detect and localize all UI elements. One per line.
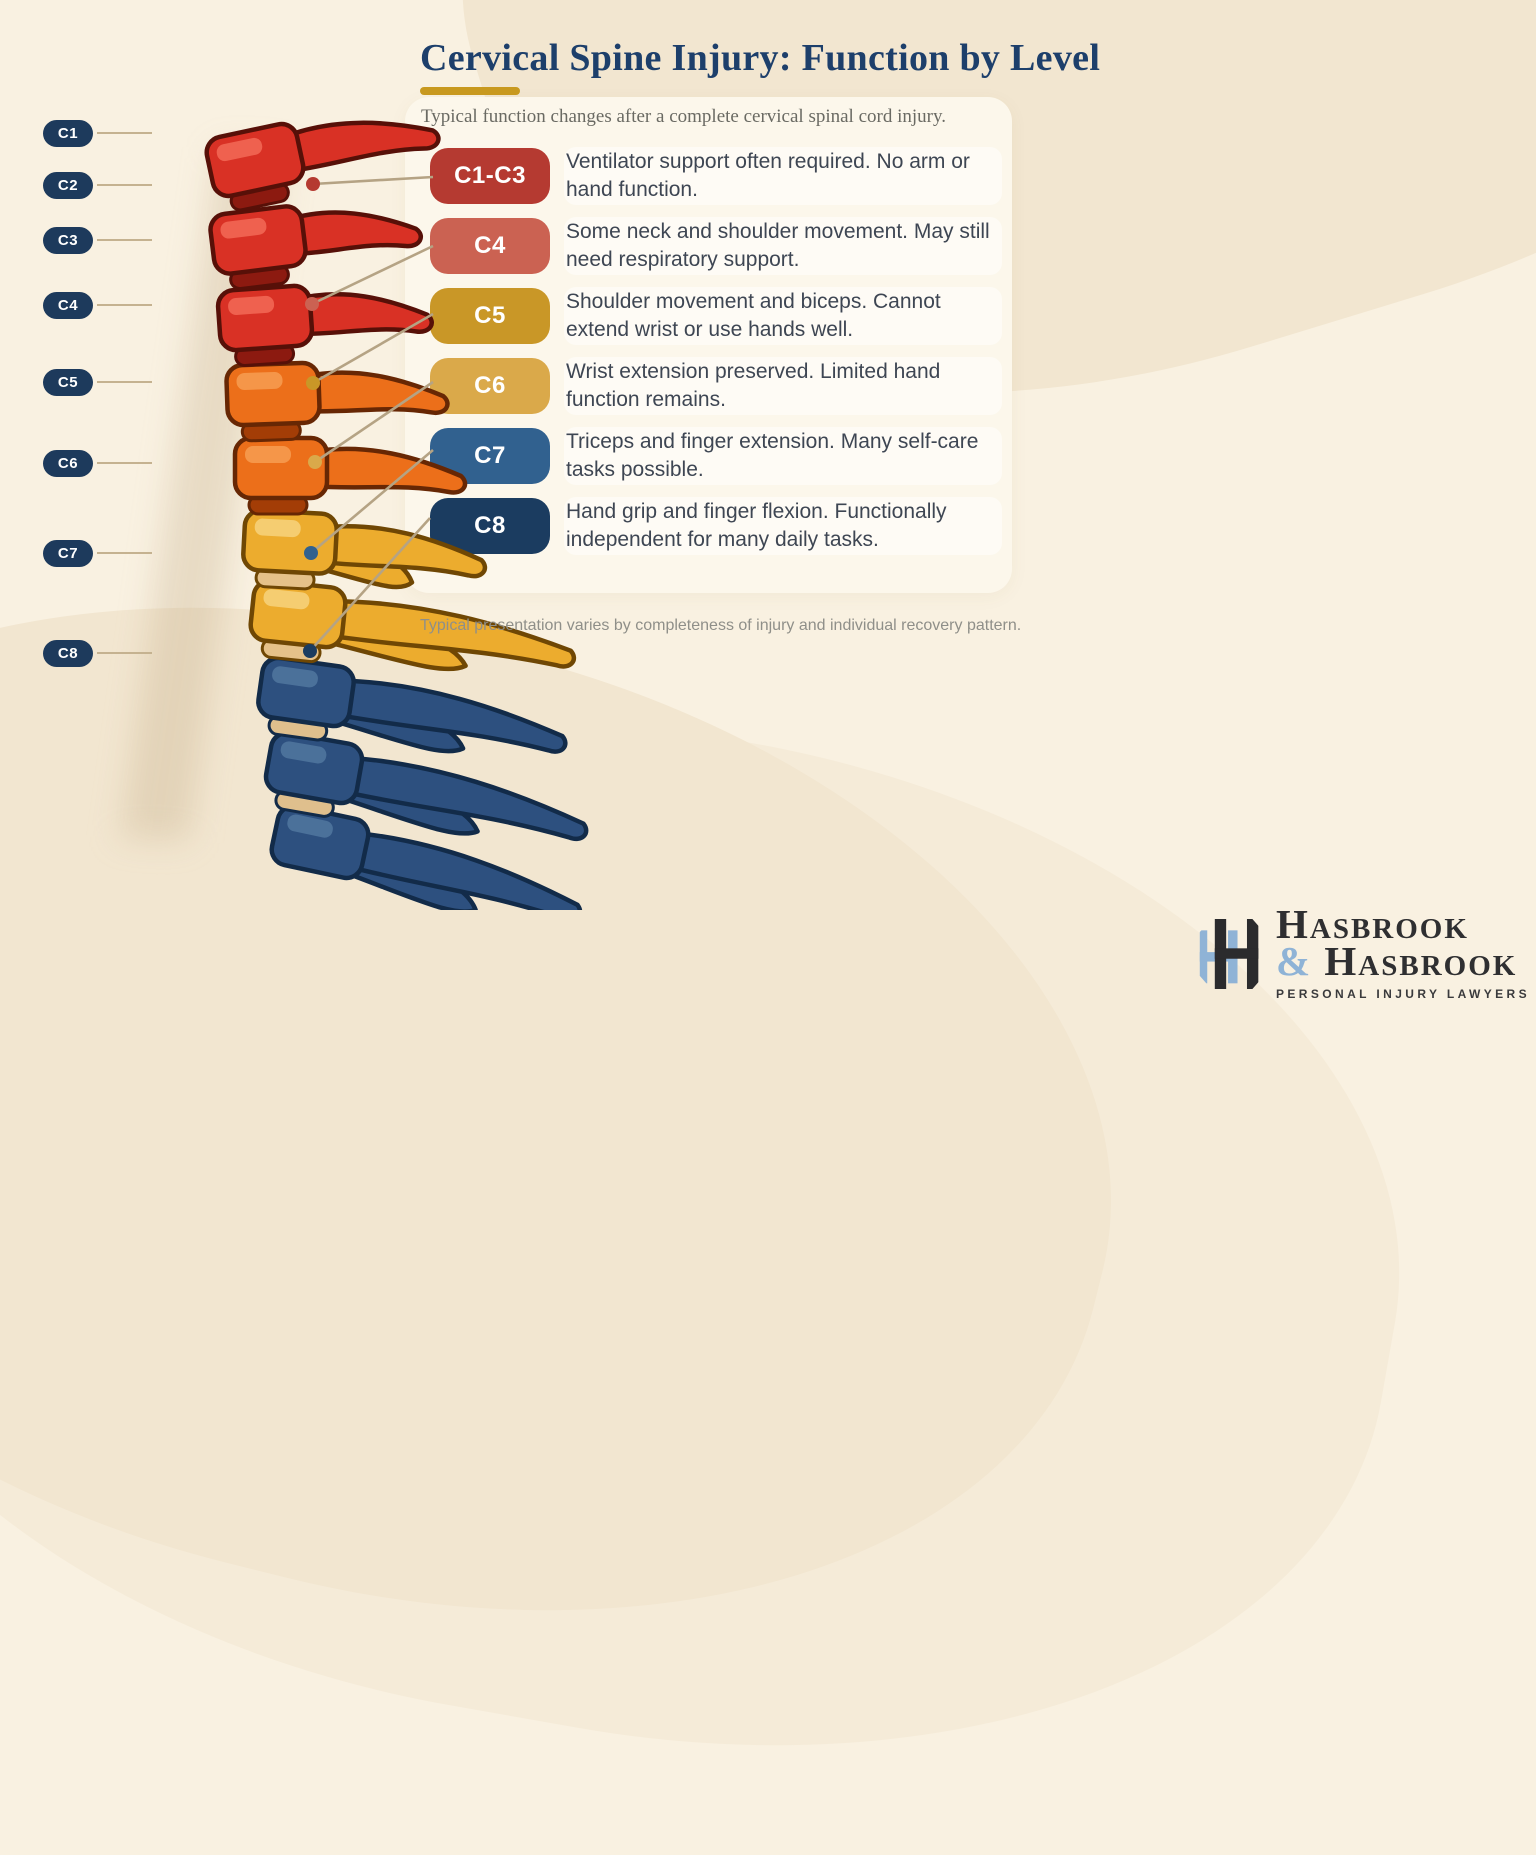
vertebra xyxy=(256,655,568,754)
spine-label-line xyxy=(97,132,152,134)
level-badge: C1-C3 xyxy=(430,148,550,204)
spine-label-pill: C6 xyxy=(43,450,93,477)
title-underline xyxy=(420,87,520,95)
vertebra xyxy=(215,283,434,368)
spine-label-pill: C3 xyxy=(43,227,93,254)
spine-label-pill: C5 xyxy=(43,369,93,396)
logo-text: Hasbrook & Hasbrook PERSONAL INJURY LAWY… xyxy=(1276,901,1531,1002)
level-description: Shoulder movement and biceps. Cannot ext… xyxy=(564,287,1002,345)
spine-label-line xyxy=(97,381,152,383)
subtitle: Typical function changes after a complet… xyxy=(421,106,946,127)
vertebra xyxy=(263,730,589,842)
spine-label-line xyxy=(97,462,152,464)
hasbrook-logo: Hasbrook & Hasbrook PERSONAL INJURY LAWY… xyxy=(1194,901,1531,1002)
level-badge: C5 xyxy=(430,288,550,344)
spine-label-line xyxy=(97,184,152,186)
hasbrook-monogram-icon xyxy=(1199,918,1259,989)
footnote: Typical presentation varies by completen… xyxy=(420,617,1022,634)
legend-card: Typical function changes after a complet… xyxy=(405,97,1012,593)
level-badge: C4 xyxy=(430,218,550,274)
spine-label-pill: C8 xyxy=(43,640,93,667)
spine-label-pill: C4 xyxy=(43,292,93,319)
level-description: Triceps and finger extension. Many self-… xyxy=(564,427,1002,485)
level-badge: C6 xyxy=(430,358,550,414)
vertebra xyxy=(269,803,583,910)
vertebra xyxy=(224,360,450,443)
logo-name-line2: & Hasbrook xyxy=(1276,938,1518,984)
vertebra xyxy=(241,508,488,591)
spine-label-pill: C7 xyxy=(43,540,93,567)
vertebra xyxy=(204,120,441,212)
logo-name-line1: Hasbrook xyxy=(1276,901,1469,947)
spine-label-line xyxy=(97,239,152,241)
cervical-spine-illustration xyxy=(204,120,589,910)
level-description: Ventilator support often required. No ar… xyxy=(564,147,1002,205)
spine-label-line xyxy=(97,652,152,654)
level-description: Some neck and shoulder movement. May sti… xyxy=(564,217,1002,275)
logo-tagline: PERSONAL INJURY LAWYERS xyxy=(1276,987,1531,1001)
page-title: Cervical Spine Injury: Function by Level xyxy=(420,37,1101,79)
spine-label-pill: C2 xyxy=(43,172,93,199)
level-description: Wrist extension preserved. Limited hand … xyxy=(564,357,1002,415)
spine-label-pill: C1 xyxy=(43,120,93,147)
vertebra xyxy=(208,204,423,291)
spine-label-line xyxy=(97,552,152,554)
level-description: Hand grip and finger flexion. Functional… xyxy=(564,497,1002,555)
vertebra xyxy=(232,435,468,516)
logo-ampersand: & xyxy=(1276,938,1313,984)
spine-label-line xyxy=(97,304,152,306)
